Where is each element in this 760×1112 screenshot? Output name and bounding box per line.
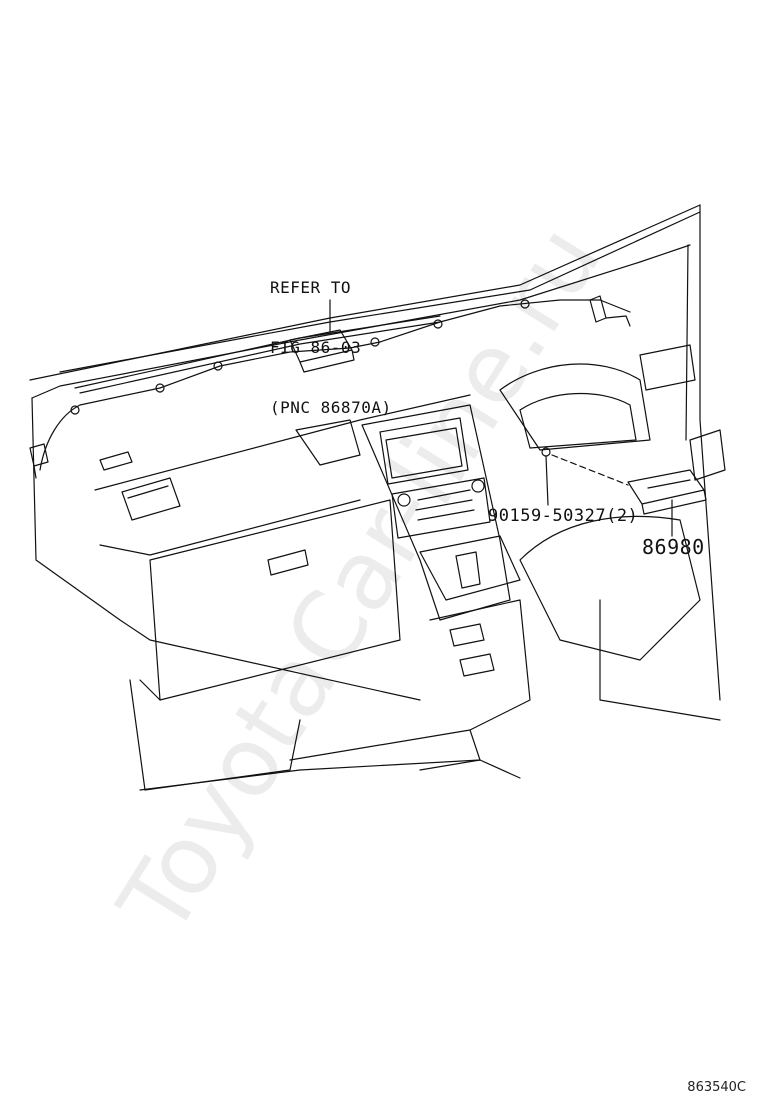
windshield-edge bbox=[29, 204, 701, 381]
figure-code: 863540C bbox=[687, 1080, 746, 1095]
center-screen bbox=[379, 417, 469, 485]
right-vent bbox=[639, 344, 696, 391]
bolt-to-ecu-dashed bbox=[551, 454, 629, 486]
refer-line-1: REFER TO bbox=[270, 278, 352, 297]
climate-buttons bbox=[397, 479, 485, 521]
center-vent-left bbox=[295, 419, 361, 466]
refer-line-3: (PNC 86870A) bbox=[270, 398, 392, 417]
glove-box-handle bbox=[267, 549, 309, 576]
refer-line-2: FIG 86-03 bbox=[270, 338, 362, 357]
harness-connector-right bbox=[589, 295, 631, 327]
center-stack-outline bbox=[361, 404, 511, 621]
cluster-hood bbox=[499, 363, 651, 451]
harness-connector-left bbox=[29, 443, 49, 479]
right-lower-trim bbox=[599, 429, 726, 721]
bolt-part-number: 90159-50327(2) bbox=[488, 506, 639, 526]
door-edge bbox=[685, 204, 721, 701]
console-port-2 bbox=[459, 653, 495, 677]
refer-callout: REFER TO FIG 86-03 (PNC 86870A) bbox=[270, 238, 392, 438]
wire-harness bbox=[39, 299, 631, 471]
console-port-1 bbox=[449, 623, 485, 647]
floor-line bbox=[139, 759, 521, 791]
ecu-part-number: 86980 bbox=[642, 535, 705, 559]
windshield-edge-inner bbox=[59, 211, 701, 373]
dash-top-rear bbox=[31, 244, 691, 399]
dash-small-vent bbox=[99, 451, 133, 471]
dash-left-vent bbox=[121, 477, 181, 521]
steering-column bbox=[519, 515, 701, 661]
antenna-module bbox=[289, 329, 355, 373]
bolt-leader bbox=[545, 455, 549, 506]
glove-box bbox=[149, 499, 401, 701]
cluster-gauges bbox=[519, 392, 637, 449]
ecu-module bbox=[627, 469, 707, 515]
dash-body bbox=[31, 394, 471, 701]
climate-panel bbox=[391, 477, 491, 539]
harness-clips bbox=[70, 299, 530, 415]
center-console-lower bbox=[289, 599, 531, 771]
shifter-area bbox=[419, 535, 521, 601]
